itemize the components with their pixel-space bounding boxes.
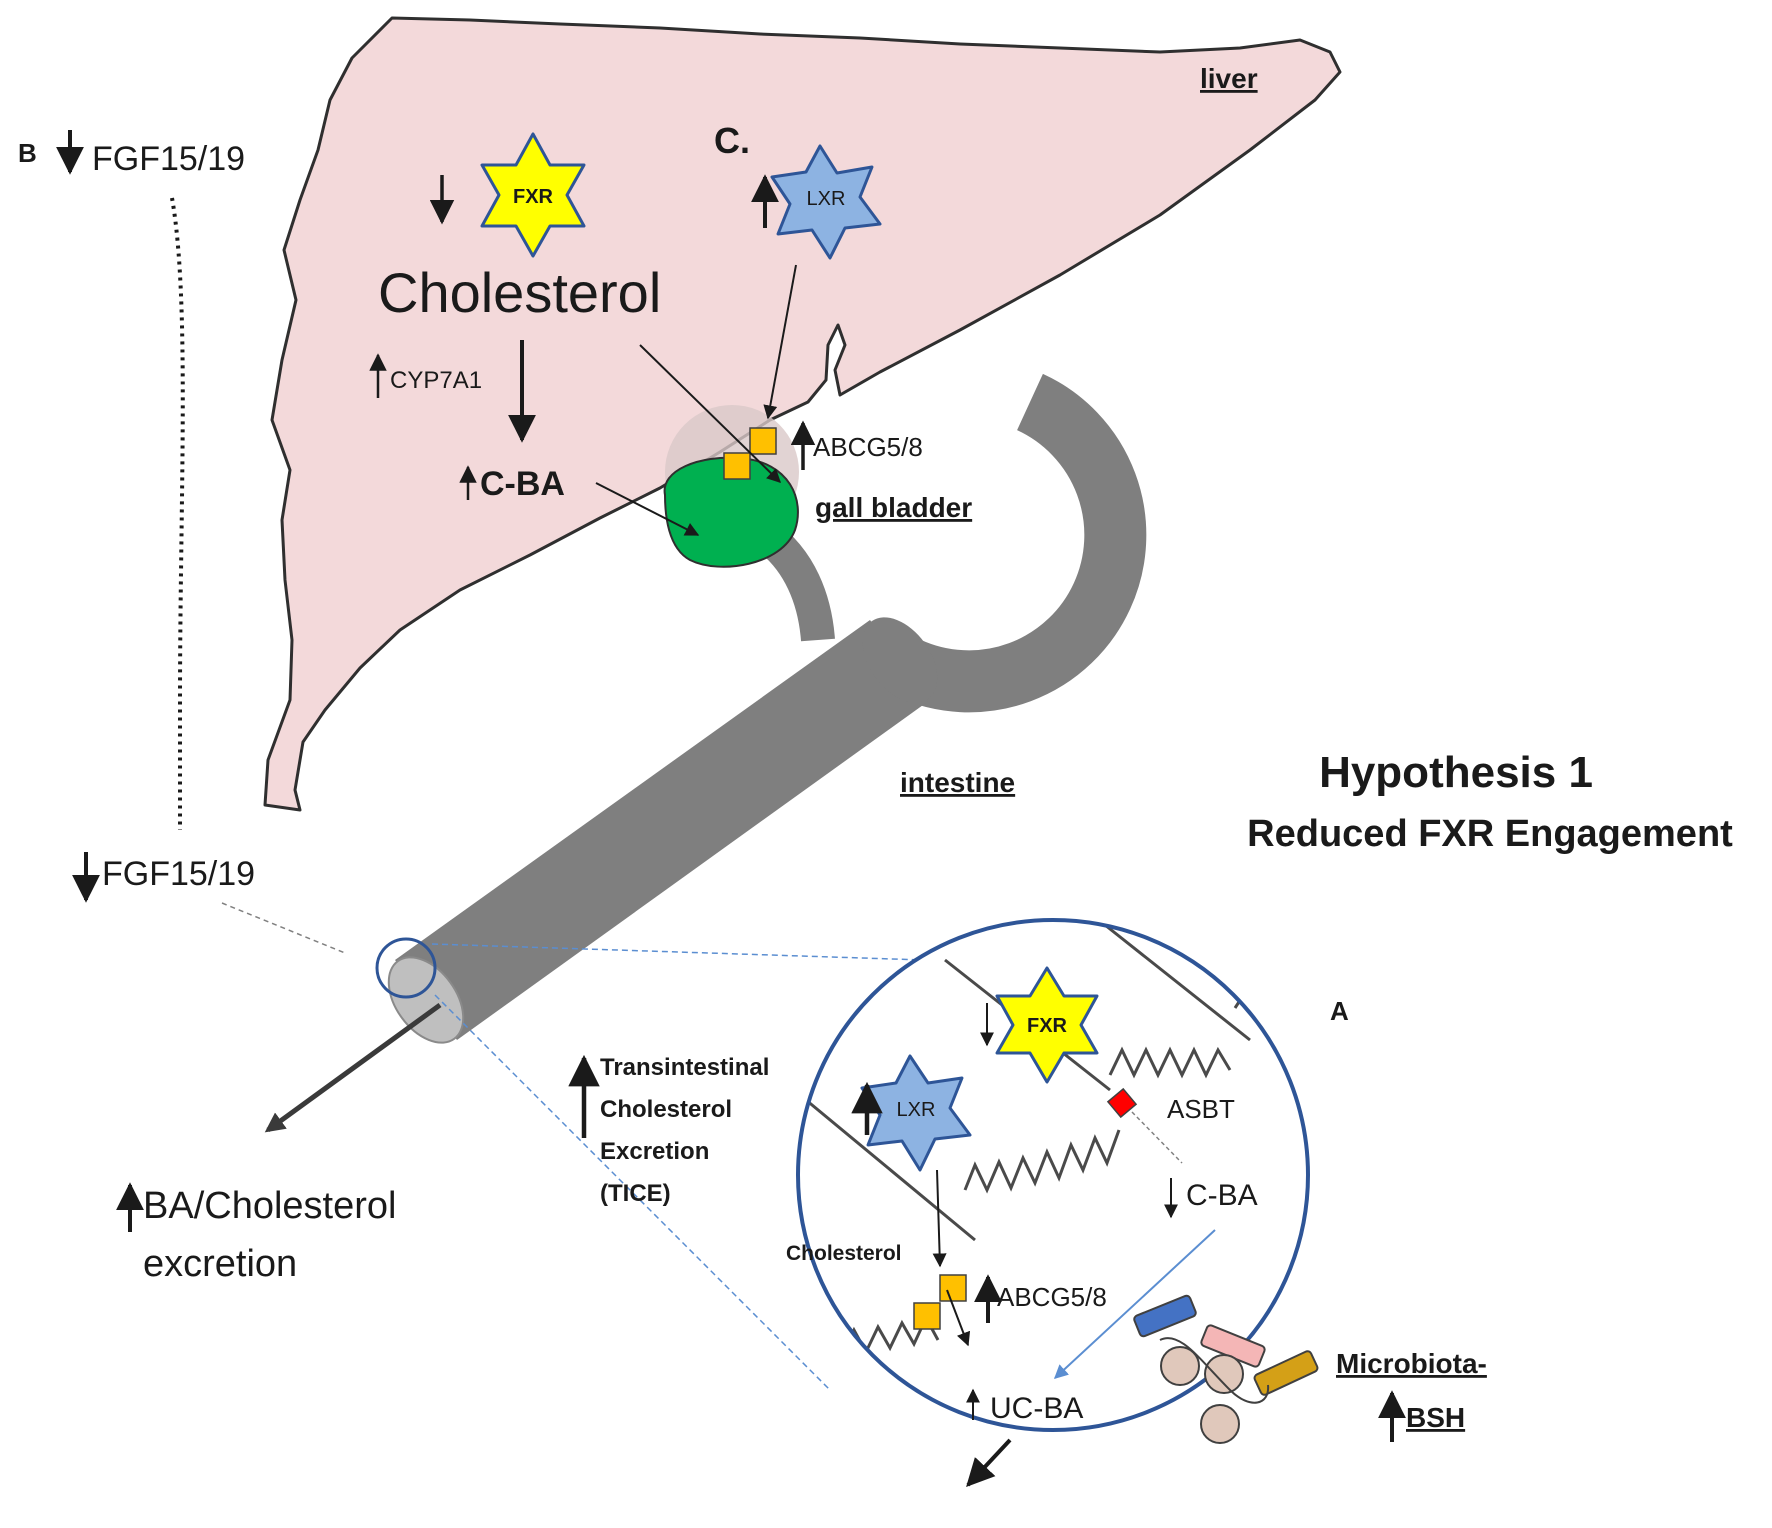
- bacteria-icon: [1133, 1294, 1319, 1444]
- tice-line3: Excretion: [600, 1138, 709, 1165]
- svg-text:FXR: FXR: [513, 186, 554, 208]
- transporter-icon: [939, 1274, 967, 1302]
- liver-c-label: C.: [714, 120, 750, 161]
- zoom-line-top: [431, 943, 986, 963]
- panel-label-b: B: [18, 138, 37, 168]
- tice-line2: Cholesterol: [600, 1096, 732, 1123]
- zoom-line-bottom: [434, 994, 831, 1391]
- cholesterol-label: Cholesterol: [378, 261, 661, 324]
- cholesterol-to-abcg-arrow: [639, 344, 782, 483]
- cba-to-gallbladder-arrow: [595, 482, 700, 536]
- inset-abcg-label: ABCG5/8: [997, 1282, 1107, 1312]
- zoom-source-circle: [375, 937, 437, 999]
- asbt-connector: [1131, 1111, 1183, 1164]
- intestine-hook: [895, 373, 1147, 713]
- intestine-end-cap: [387, 956, 465, 1044]
- excretion-label-line2: excretion: [143, 1243, 297, 1285]
- cba-to-ucba-arrow: [1053, 1229, 1216, 1379]
- gallbladder: [663, 456, 799, 568]
- svg-text:LXR: LXR: [897, 1099, 936, 1121]
- ucba-label: UC-BA: [990, 1392, 1083, 1425]
- bsh-label: BSH: [1406, 1402, 1465, 1433]
- fgf-to-intestine-connector: [221, 902, 346, 954]
- asbt-label: ASBT: [1167, 1094, 1235, 1124]
- transporter-icon: [913, 1302, 941, 1330]
- hypothesis-subtitle: Reduced FXR Engagement: [1247, 813, 1733, 855]
- panel-label-a: A: [1330, 996, 1349, 1026]
- liver-label: liver: [1200, 63, 1258, 94]
- inset-fxr-star: FXR: [995, 966, 1099, 1084]
- tice-line4: (TICE): [600, 1180, 671, 1207]
- hypothesis-title: Hypothesis 1: [1319, 748, 1593, 797]
- liver-cba-label: C-BA: [480, 465, 565, 503]
- fgf-mid-label: FGF15/19: [102, 855, 255, 893]
- lxr-to-abcg-arrow: [763, 264, 797, 420]
- inset-cholesterol-label: Cholesterol: [786, 1242, 902, 1265]
- lxr-to-cholesterol-arrow: [932, 1169, 947, 1268]
- abcg-out-arrow: [946, 1289, 971, 1347]
- ucba-excretion-arrow: [966, 1438, 1012, 1488]
- inset-cba-label: C-BA: [1186, 1179, 1258, 1212]
- transporter-icon: [749, 427, 777, 455]
- excretion-arrow: [264, 1002, 442, 1133]
- gallbladder-label: gall bladder: [815, 492, 972, 523]
- tice-line1: Transintestinal: [600, 1054, 769, 1081]
- intestine-tube: [395, 620, 930, 1040]
- liver-fxr-star: FXR: [480, 132, 586, 258]
- svg-text:FXR: FXR: [1027, 1015, 1068, 1037]
- intestine-label: intestine: [900, 767, 1015, 798]
- liver-lxr-star: LXR: [770, 144, 882, 260]
- transporter-icon: [723, 452, 751, 480]
- svg-text:LXR: LXR: [807, 188, 846, 210]
- cyp7a1-label: CYP7A1: [390, 367, 482, 394]
- excretion-label-line1: BA/Cholesterol: [143, 1185, 396, 1227]
- inset-circle: [796, 918, 1310, 1432]
- microbiota-label: Microbiota-: [1336, 1348, 1487, 1379]
- fgf-top-label: FGF15/19: [92, 140, 245, 178]
- liver-abcg-label: ABCG5/8: [813, 432, 923, 462]
- asbt-transporter-icon: [1106, 1087, 1138, 1119]
- fgf-dotted-connector: [170, 197, 185, 830]
